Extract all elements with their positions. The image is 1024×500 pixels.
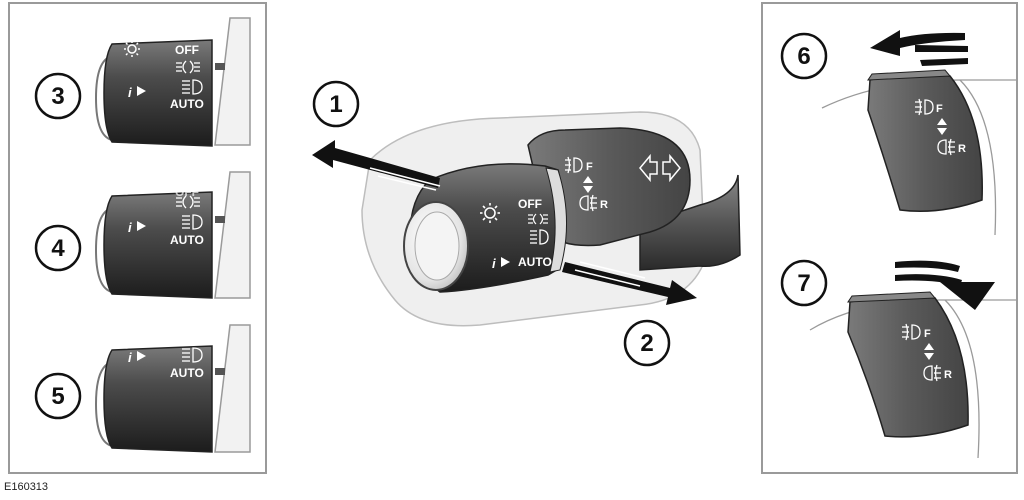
steering-column (214, 324, 251, 453)
left-panel: OFF i AUTO 3 OFF (8, 2, 267, 474)
callout-5-label: 5 (51, 383, 64, 410)
fog-position-7: F R 7 (780, 259, 1017, 459)
indicator-arrows-icon (639, 153, 681, 183)
callout-2 (623, 319, 671, 367)
callout-3-label: 3 (51, 83, 64, 110)
fog-toggle-arrows (924, 343, 934, 360)
callout-1 (312, 80, 360, 128)
arrow-rotate-down (895, 260, 995, 310)
label-off: OFF (175, 185, 199, 199)
rear-fog-icon (923, 364, 941, 382)
front-fog-icon (915, 98, 934, 116)
callout-5 (34, 372, 82, 420)
side-light-icon (176, 60, 200, 74)
label-auto: AUTO (170, 233, 204, 247)
info-play-icon (137, 221, 146, 231)
column-slot (215, 63, 225, 70)
column-slot (215, 368, 225, 375)
callout-7-label: 7 (797, 270, 810, 297)
column-line (944, 299, 980, 459)
headlight-icon (182, 214, 203, 230)
label-auto: AUTO (518, 255, 552, 269)
arrow-rotate-up (870, 30, 968, 66)
side-light-icon (176, 195, 200, 209)
label-auto: AUTO (170, 97, 204, 111)
label-front-fog: F (586, 161, 593, 173)
label-rear-fog: R (944, 369, 952, 381)
switch-position-3: OFF i AUTO 3 (34, 17, 251, 147)
stalk-arm (639, 174, 741, 271)
sun-icon (480, 203, 500, 223)
label-rear-fog: R (958, 143, 966, 155)
front-fog-icon (565, 156, 583, 174)
rear-fog-icon (579, 194, 597, 212)
headlight-icon (182, 347, 203, 363)
callout-4-label: 4 (51, 235, 65, 262)
label-info: i (128, 350, 132, 365)
steering-column (214, 17, 251, 146)
label-off: OFF (175, 43, 199, 57)
callout-2-label: 2 (640, 330, 653, 357)
callout-6-label: 6 (797, 43, 810, 70)
column-line (959, 79, 997, 236)
figure-code: E160313 (4, 481, 49, 493)
arrow-push-away (312, 140, 441, 191)
arrow-pull-toward (562, 261, 697, 305)
knob-body (103, 39, 213, 147)
knob-ring (545, 167, 568, 273)
headlight-icon (182, 79, 203, 95)
fog-toggle-arrows (583, 176, 593, 193)
sleeve-top (847, 291, 937, 303)
label-rear-fog: R (600, 199, 608, 211)
callout-4 (34, 224, 82, 272)
headlight-icon (530, 229, 549, 245)
label-front-fog: F (936, 103, 943, 115)
switch-position-4: OFF i AUTO 4 (34, 171, 251, 299)
info-play-icon (501, 257, 510, 267)
callout-1-label: 1 (329, 91, 342, 118)
callout-7 (780, 259, 828, 307)
label-info: i (128, 220, 132, 235)
label-auto: AUTO (170, 366, 204, 380)
fog-position-6: F R 6 (780, 30, 1017, 236)
column-slot (215, 216, 225, 223)
info-play-icon (137, 351, 146, 361)
side-light-icon (528, 213, 548, 225)
callout-6 (780, 32, 828, 80)
label-off: OFF (518, 197, 542, 211)
label-front-fog: F (924, 328, 931, 340)
label-info: i (128, 85, 132, 100)
info-play-icon (137, 86, 146, 96)
knob-body (103, 345, 213, 453)
sun-icon (124, 41, 140, 57)
label-info: i (492, 256, 496, 271)
center-stalk-illustration: F R OFF (312, 80, 741, 367)
knob-body (103, 191, 213, 299)
sleeve-top (867, 69, 952, 81)
front-fog-icon (902, 323, 921, 341)
end-cap-inner (414, 211, 460, 281)
right-panel: F R 6 (761, 2, 1018, 474)
rear-fog-icon (937, 138, 955, 156)
switch-position-5: i AUTO 5 (34, 324, 251, 453)
steering-column (214, 171, 251, 299)
fog-toggle-arrows (937, 118, 947, 135)
callout-3 (34, 72, 82, 120)
